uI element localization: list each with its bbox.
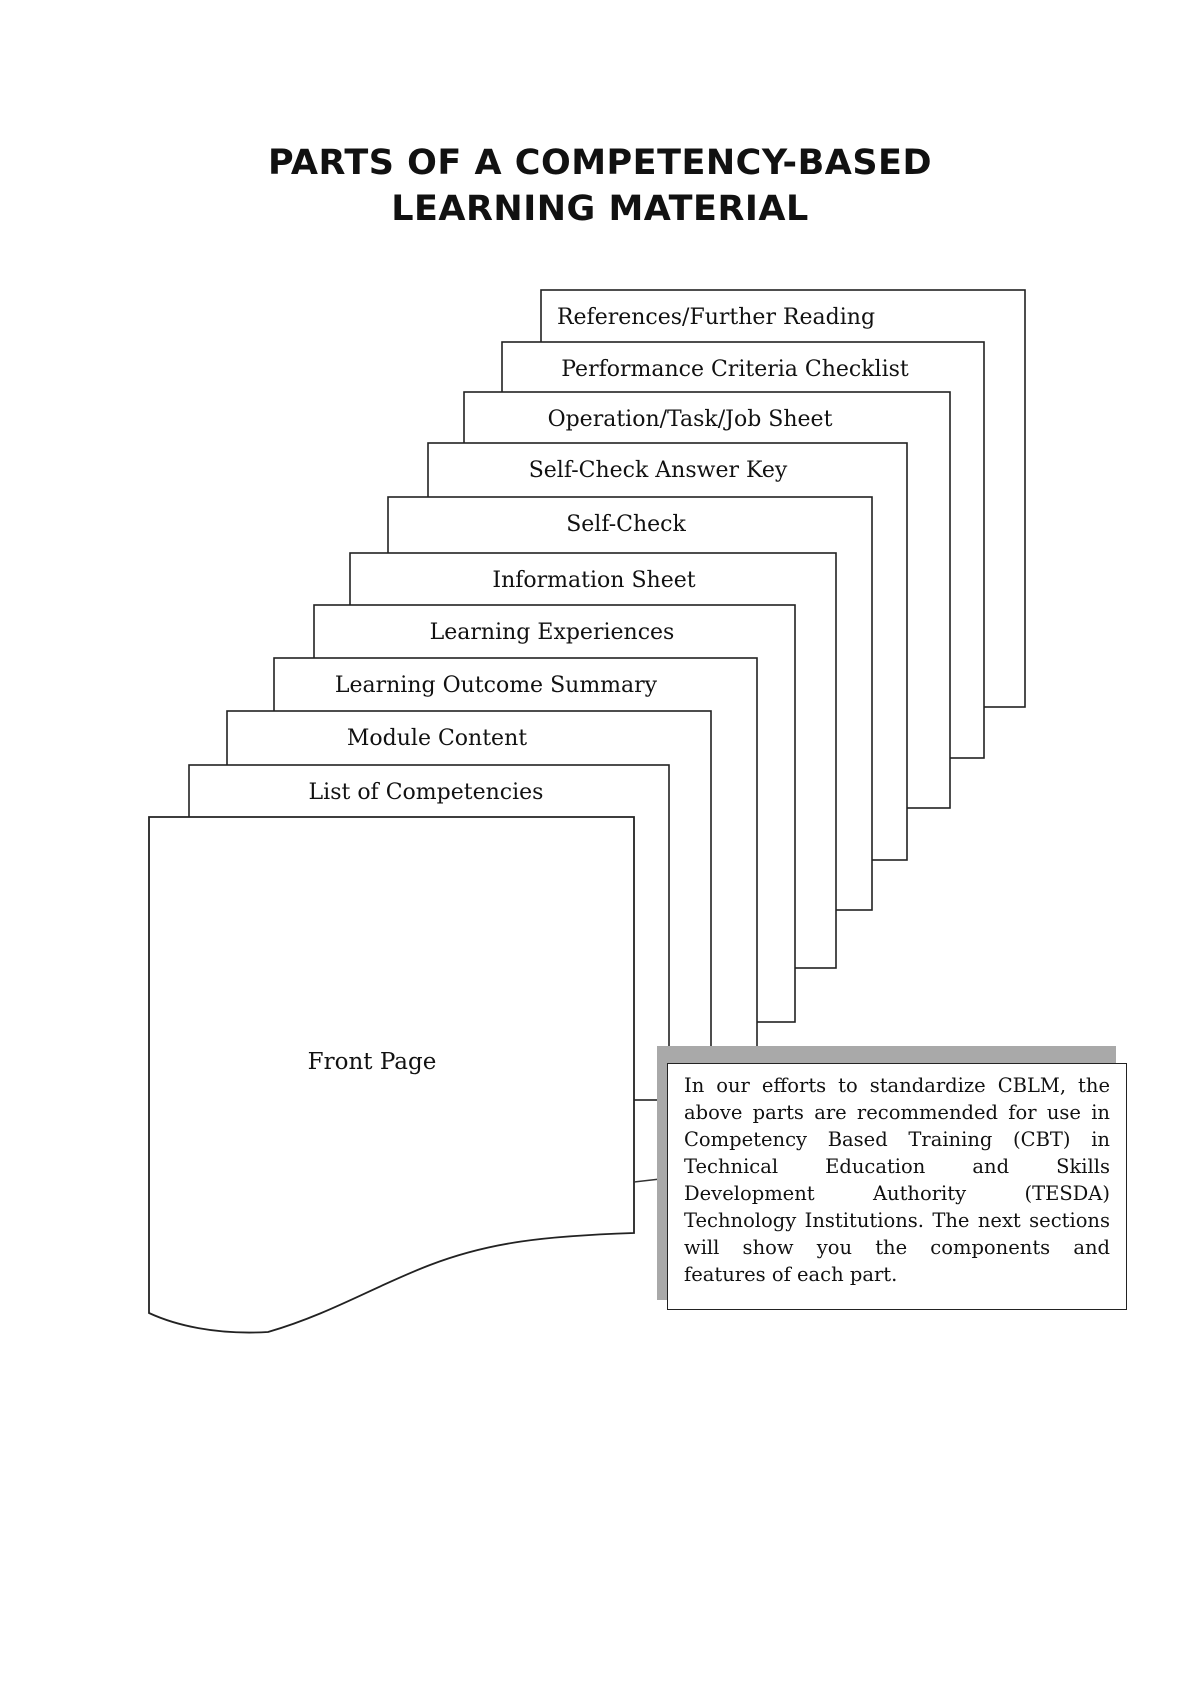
sheet-label: Module Content: [347, 726, 527, 751]
sheet-label: Self-Check: [566, 512, 686, 537]
front-page-shape: [148, 816, 635, 1334]
title-line-1: PARTS OF A COMPETENCY-BASED: [267, 143, 933, 183]
sheet-label: References/Further Reading: [557, 305, 875, 330]
sheet-label: Self-Check Answer Key: [529, 458, 788, 483]
note-box: In our efforts to standardize CBLM, the …: [667, 1063, 1127, 1310]
front-page-sheet: Front Page: [148, 816, 635, 1334]
sheet-label: Performance Criteria Checklist: [561, 357, 909, 382]
sheet-label: Operation/Task/Job Sheet: [548, 407, 833, 432]
sheet-label: Learning Outcome Summary: [335, 673, 658, 698]
sheet-label: List of Competencies: [309, 780, 544, 805]
sheet-label: Information Sheet: [492, 568, 695, 593]
sheet-label: Learning Experiences: [430, 620, 675, 645]
title-line-2: LEARNING MATERIAL: [391, 189, 809, 229]
front-page-label: Front Page: [308, 1049, 437, 1075]
note-text: In our efforts to standardize CBLM, the …: [684, 1074, 1110, 1286]
page-title: PARTS OF A COMPETENCY-BASED LEARNING MAT…: [0, 140, 1200, 232]
